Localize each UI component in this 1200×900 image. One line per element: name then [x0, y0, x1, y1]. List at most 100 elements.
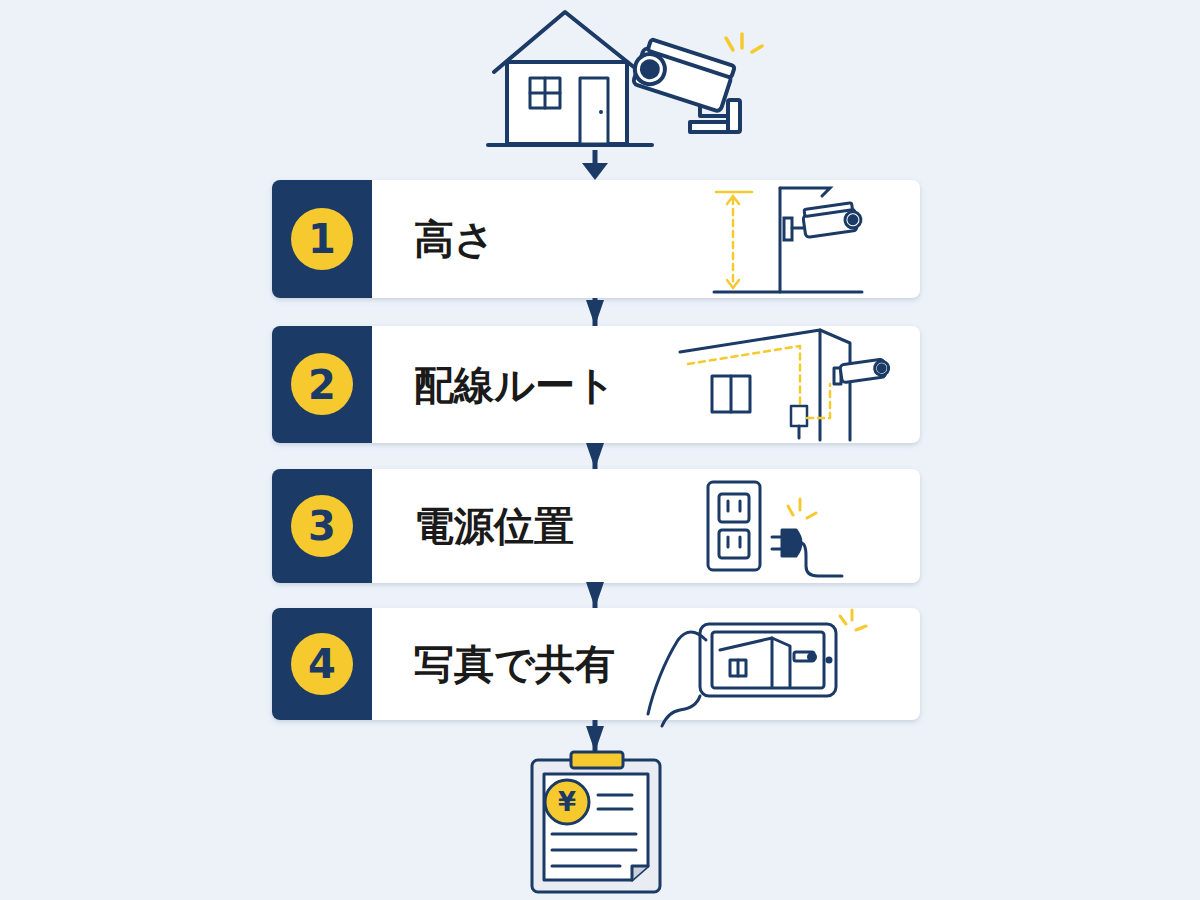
phone-illustration-part — [662, 696, 700, 726]
clipboard-icon-part — [598, 794, 632, 797]
outlet-illustration-part — [801, 543, 842, 576]
top-arrow — [582, 150, 608, 180]
top-arrow-part — [582, 163, 608, 180]
height-illustration — [714, 188, 862, 292]
clipboard-icon-part — [632, 866, 648, 880]
wiring-illustration-part — [798, 426, 801, 438]
house-camera-icon-part — [488, 143, 652, 147]
step-cards-part — [272, 180, 372, 298]
outlet-illustration — [708, 482, 842, 576]
wiring-illustration-part — [680, 330, 820, 440]
phone-illustration-part — [840, 616, 846, 624]
step-cards-part — [272, 326, 920, 443]
house-camera-icon-part — [530, 78, 560, 108]
estimate-clipboard: ¥ — [532, 752, 660, 892]
clipboard-icon — [532, 752, 660, 892]
clipboard-icon-part — [552, 865, 620, 868]
step-title: 写真で共有 — [414, 642, 615, 686]
house-camera-icon-part — [599, 110, 603, 114]
step-number: 4 — [272, 644, 372, 684]
phone-illustration-part — [856, 626, 866, 630]
step-title: 電源位置 — [414, 504, 574, 548]
flow-arrow — [593, 720, 598, 752]
step-number: 3 — [272, 506, 372, 546]
house-camera-icon-part — [752, 46, 762, 52]
clipboard-icon-part — [552, 849, 636, 852]
height-illustration-part — [848, 215, 857, 224]
height-illustration-part — [727, 280, 739, 288]
wiring-illustration — [680, 330, 890, 440]
house-camera-icon-part — [640, 59, 660, 79]
house-camera-icon-part — [690, 122, 728, 132]
phone-illustration-part — [720, 638, 772, 686]
wiring-illustration-part — [730, 376, 733, 412]
phone-illustration — [648, 610, 866, 726]
wiring-illustration-part — [874, 360, 890, 376]
phone-illustration-part — [827, 658, 831, 662]
phone-illustration-part — [712, 632, 824, 688]
step-number: 2 — [272, 365, 372, 405]
height-illustration-part — [844, 211, 862, 229]
phone-illustration-part — [772, 638, 790, 686]
outlet-illustration-part — [727, 537, 730, 547]
house-camera-icon-part — [580, 78, 608, 144]
step-title: 高さ — [414, 217, 495, 261]
clipboard-icon-part — [544, 774, 648, 880]
phone-illustration-part — [737, 660, 740, 676]
phone-illustration-part — [730, 660, 746, 676]
wiring-illustration-part — [878, 364, 886, 372]
step-box: 4 写真で共有 — [272, 608, 920, 720]
phone-illustration-part — [700, 624, 836, 696]
clipboard-icon-part — [552, 833, 636, 836]
outlet-illustration-part — [719, 530, 749, 558]
height-illustration-part — [716, 191, 752, 194]
step-number: 1 — [272, 219, 372, 259]
height-illustration-part — [780, 188, 830, 196]
house-camera-icon — [488, 12, 762, 145]
clipboard-icon-part — [532, 760, 660, 892]
step-cards — [272, 180, 920, 720]
step-cards-part — [272, 326, 372, 443]
house-camera-icon-part — [530, 92, 560, 95]
clipboard-icon-part — [598, 808, 632, 811]
step-cards-part — [272, 469, 372, 583]
wiring-illustration-part — [688, 346, 800, 404]
step-cards-part — [272, 608, 920, 720]
outlet-illustration-part — [799, 499, 802, 510]
flow-arrow — [593, 583, 598, 608]
step-box: 1 高さ — [272, 180, 920, 298]
flow-arrow — [593, 443, 598, 469]
house-camera-icon-part — [631, 50, 669, 88]
height-illustration-part — [779, 188, 782, 292]
phone-illustration-part — [809, 654, 816, 661]
house-camera-icon-part — [507, 62, 627, 144]
step-cards-part — [272, 608, 372, 720]
height-illustration-part — [792, 227, 804, 230]
step-box: 2 配線ルート — [272, 326, 920, 443]
outlet-illustration-part — [788, 506, 793, 515]
yen-symbol: ¥ — [545, 780, 589, 824]
flow-arrow — [593, 298, 598, 326]
wiring-illustration-part — [820, 330, 850, 440]
top-arrow-part — [593, 150, 598, 165]
step-cards-part — [272, 180, 920, 298]
clipboard-icon-part — [571, 752, 623, 768]
outlet-illustration-part — [782, 530, 801, 556]
wiring-illustration-part — [791, 406, 807, 426]
height-illustration-part — [732, 198, 735, 286]
step-cards-part — [272, 469, 920, 583]
step-title: 配線ルート — [414, 363, 616, 407]
outlet-illustration-part — [727, 501, 730, 511]
outlet-illustration-part — [708, 482, 760, 570]
outlet-illustration-part — [719, 494, 749, 522]
height-illustration-part — [784, 218, 792, 240]
outlet-illustration-part — [807, 513, 816, 518]
height-illustration-part — [714, 291, 862, 294]
step-box: 3 電源位置 — [272, 469, 920, 583]
phone-illustration-part — [851, 610, 854, 620]
wiring-illustration-part — [807, 384, 830, 418]
